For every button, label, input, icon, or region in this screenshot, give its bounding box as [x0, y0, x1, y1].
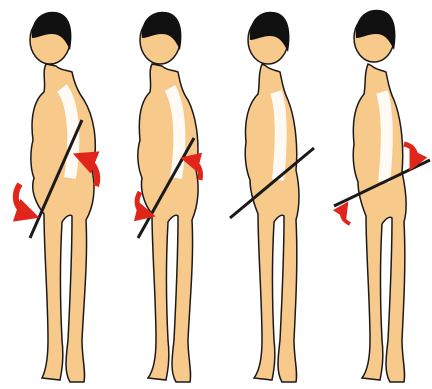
rotation-arrow-icon — [342, 208, 350, 224]
body-outline — [31, 64, 95, 382]
spine-band — [276, 92, 281, 180]
figure-4 — [334, 10, 430, 382]
spine-band — [382, 92, 387, 182]
body-outline — [245, 64, 299, 382]
figure-2 — [137, 12, 200, 382]
body-outline — [353, 64, 406, 382]
rotation-arrow-icon — [404, 144, 416, 162]
figure-1 — [16, 12, 97, 382]
rotation-arrow-icon — [16, 184, 28, 214]
figure-3 — [230, 12, 314, 382]
